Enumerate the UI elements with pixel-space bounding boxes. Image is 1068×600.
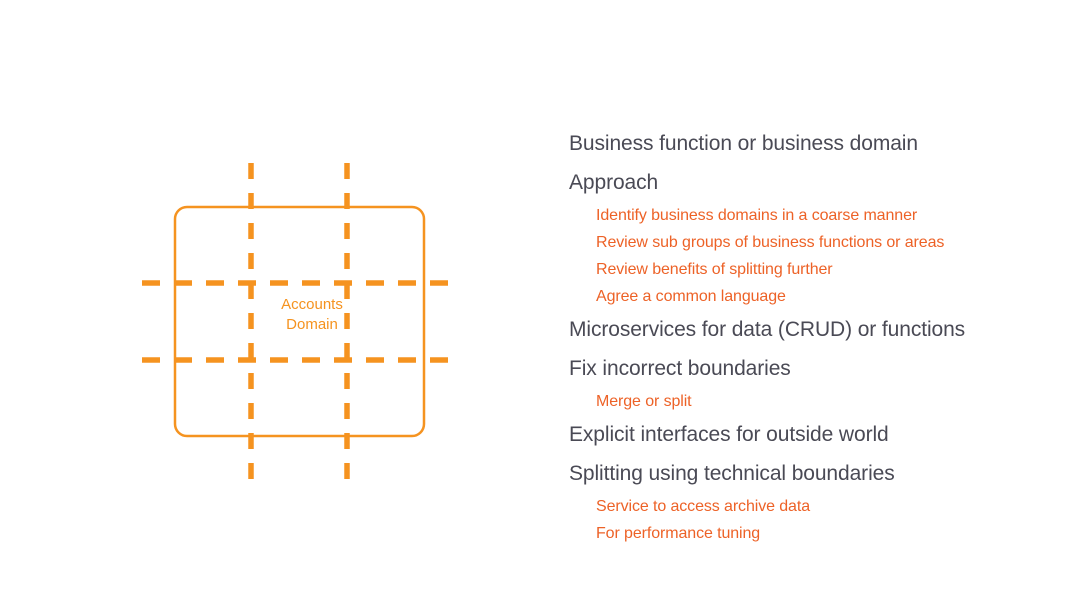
- outline-subitem-review-sub-groups: Review sub groups of business functions …: [596, 234, 945, 251]
- outline-subitem-for-performance-tuning: For performance tuning: [596, 525, 761, 542]
- diagram-svg: [142, 163, 462, 490]
- outline-subitem-identify-business-domains: Identify business domains in a coarse ma…: [596, 207, 918, 224]
- outline-subitem-service-to-access-archive-data: Service to access archive data: [596, 498, 810, 515]
- outline-item-splitting-using-technical-boundaries: Splitting using technical boundaries: [569, 462, 895, 485]
- outline-item-approach: Approach: [569, 171, 659, 194]
- outline-subitem-merge-or-split: Merge or split: [596, 393, 692, 410]
- domain-boundary-rect: [173, 205, 426, 438]
- outline-list: Business function or business domain App…: [569, 124, 1039, 547]
- accounts-domain-label: Accounts Domain: [281, 296, 343, 333]
- outline-subitem-agree-a-common-language: Agree a common language: [596, 288, 786, 305]
- outline-item-explicit-interfaces-for-outside-world: Explicit interfaces for outside world: [569, 423, 889, 446]
- outline-item-fix-incorrect-boundaries: Fix incorrect boundaries: [569, 357, 791, 380]
- accounts-domain-diagram: Accounts Domain: [120, 150, 500, 510]
- outline-item-business-function-or-business-domain: Business function or business domain: [569, 132, 918, 155]
- outline-item-microservices-for-data-or-functions: Microservices for data (CRUD) or functio…: [569, 318, 966, 341]
- outline-subitem-review-benefits-of-splitting: Review benefits of splitting further: [596, 261, 833, 278]
